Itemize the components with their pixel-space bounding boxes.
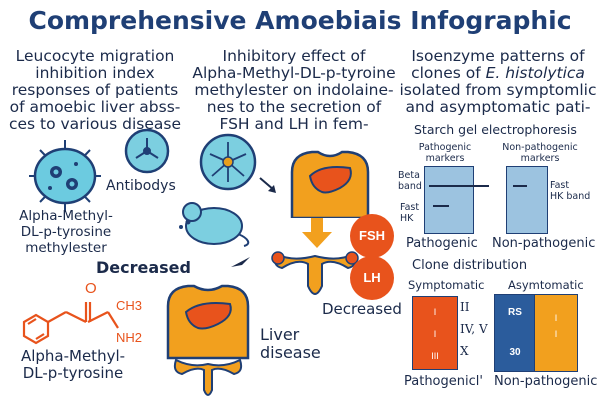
- beta-band-line: [429, 185, 489, 187]
- torso-liver-icon: [290, 150, 370, 218]
- asym-box-left: RS 30: [494, 294, 536, 372]
- molecule-label-line: Alpha-Methyl-: [20, 347, 126, 365]
- nonpathogenic-label-bottom: Non-pathogenic: [494, 374, 598, 389]
- right-heading-text: clones of: [411, 64, 486, 82]
- left-heading-line: inhibition index: [35, 64, 155, 82]
- pathogenicl-label: Pathogenicl': [404, 374, 483, 389]
- right-heading-line: Isoenzyme patterns of: [411, 47, 585, 65]
- beta-band-line-text: band: [398, 181, 422, 192]
- fast-hk-right-line: Fast: [550, 180, 570, 191]
- sym-mark-iv-v: IV, V: [460, 322, 488, 336]
- right-heading-species: E. histolytica: [485, 64, 585, 82]
- gel-lane-nonpathogenic: [506, 166, 548, 234]
- sym-box-mark: I: [433, 329, 437, 339]
- asym-30-label: 30: [509, 347, 521, 358]
- compound-label-line: methylester: [25, 240, 107, 256]
- nonpatho-markers-label: Non-pathogenic markers: [500, 142, 580, 164]
- asym-right-mark: I: [554, 313, 558, 323]
- fsh-label: FSH: [359, 228, 385, 243]
- left-heading-line: of amoebic liver abss-: [9, 98, 181, 116]
- middle-heading-line: Alpha-Methyl-DL-p-tyroine: [192, 64, 396, 82]
- middle-heading-line: Inhibitory effect of: [222, 47, 366, 65]
- right-heading-line: clones of E. histolytica: [398, 65, 598, 82]
- feather-icon: [231, 257, 250, 267]
- lh-badge: LH: [350, 256, 394, 300]
- beta-band-line-text: Beta: [398, 170, 420, 181]
- fast-hk-label-left: Fast HK: [400, 202, 419, 224]
- liver-disease-label: Liver disease: [260, 326, 321, 362]
- asymptomatic-label: Asymtomatic: [508, 278, 584, 292]
- mouse-icon: [179, 202, 250, 247]
- molecule-label-line: DL-p-tyrosine: [22, 364, 124, 382]
- right-heading-line: isolated from symptomlic: [399, 81, 597, 99]
- lh-label: LH: [363, 270, 381, 285]
- compound-label-line: DL-p-tyrosine: [20, 224, 112, 240]
- nonpatho-markers-line: markers: [520, 153, 560, 164]
- symptomatic-box: I I III: [412, 296, 458, 370]
- left-heading-line: responses of patients: [11, 81, 179, 99]
- fast-hk-right-line: HK band: [550, 191, 591, 202]
- middle-heading-line: FSH and LH in fem-: [219, 115, 369, 133]
- asym-box-right: I I: [534, 294, 578, 372]
- starch-title: Starch gel electrophoresis: [414, 122, 577, 137]
- liver-disease-line: Liver: [260, 325, 300, 344]
- middle-heading-line: methylester on indolaine-: [194, 81, 394, 99]
- right-heading: Isoenzyme patterns of clones of E. histo…: [398, 48, 598, 116]
- sym-mark-ii: II: [460, 300, 470, 314]
- molecule-label: Alpha-Methyl- DL-p-tyrosine: [8, 348, 138, 382]
- sym-mark-x: X: [460, 344, 469, 358]
- nonpatho-markers-line: Non-pathogenic: [502, 142, 578, 153]
- down-arrow-icon: [302, 218, 332, 248]
- antibodies-label: Antibodys: [106, 178, 176, 194]
- middle-heading: Inhibitory effect of Alpha-Methyl-DL-p-t…: [188, 48, 400, 133]
- molecule-structure: [22, 302, 119, 345]
- uterus-icon: [271, 251, 359, 295]
- right-heading-line: and asymptomatic pati-: [405, 98, 591, 116]
- patho-markers-label: Pathogenic markers: [414, 142, 476, 164]
- sym-box-mark: III: [431, 351, 439, 361]
- fast-hk-left-line: HK: [400, 213, 414, 224]
- middle-heading-line: nes to the secretion of: [206, 98, 382, 116]
- left-heading: Leucocyte migration inhibition index res…: [4, 48, 186, 133]
- nonpathogenic-label: Non-pathogenic: [492, 236, 596, 251]
- antibody-icon: [124, 128, 170, 174]
- beta-band-label: Beta band: [398, 170, 422, 192]
- fast-hk-label-right: Fast HK band: [550, 180, 590, 202]
- arrow-down-right-icon: [259, 177, 276, 193]
- patho-markers-line: markers: [425, 153, 465, 164]
- symptomatic-label: Symptomatic: [408, 278, 485, 292]
- fast-hk-left-line: Fast: [400, 202, 420, 213]
- compound-label: Alpha-Methyl- DL-p-tyrosine methylester: [4, 208, 128, 256]
- left-heading-line: Leucocyte migration: [15, 47, 175, 65]
- gel-lane-pathogenic: [424, 166, 489, 234]
- molecule-nh2: NH2: [116, 330, 143, 345]
- left-heading-line: ces to various disease: [8, 115, 182, 133]
- liver-disease-line: disease: [260, 343, 321, 362]
- torso-lower-icon: [166, 284, 250, 396]
- page-title: Comprehensive Amoebiais Infographic: [28, 6, 572, 35]
- fast-hk-band-line: [433, 205, 449, 207]
- leucocyte-cell-icon: [29, 140, 101, 212]
- patho-markers-line: Pathogenic: [418, 142, 472, 153]
- asym-rs-label: RS: [508, 307, 522, 318]
- sym-box-mark: I: [433, 307, 437, 317]
- molecule-o: O: [85, 280, 97, 297]
- decreased-label-left: Decreased: [96, 258, 191, 277]
- asym-right-mark: I: [554, 329, 558, 339]
- decreased-label-middle: Decreased: [322, 300, 402, 318]
- neuron-icon: [199, 133, 257, 191]
- compound-label-line: Alpha-Methyl-: [19, 208, 113, 224]
- molecule-ch3: CH3: [116, 298, 143, 313]
- pathogenic-label: Pathogenic: [406, 236, 478, 251]
- clone-title: Clone distribution: [412, 258, 528, 273]
- fast-hk-band-line: [513, 185, 527, 187]
- fsh-badge: FSH: [350, 214, 394, 258]
